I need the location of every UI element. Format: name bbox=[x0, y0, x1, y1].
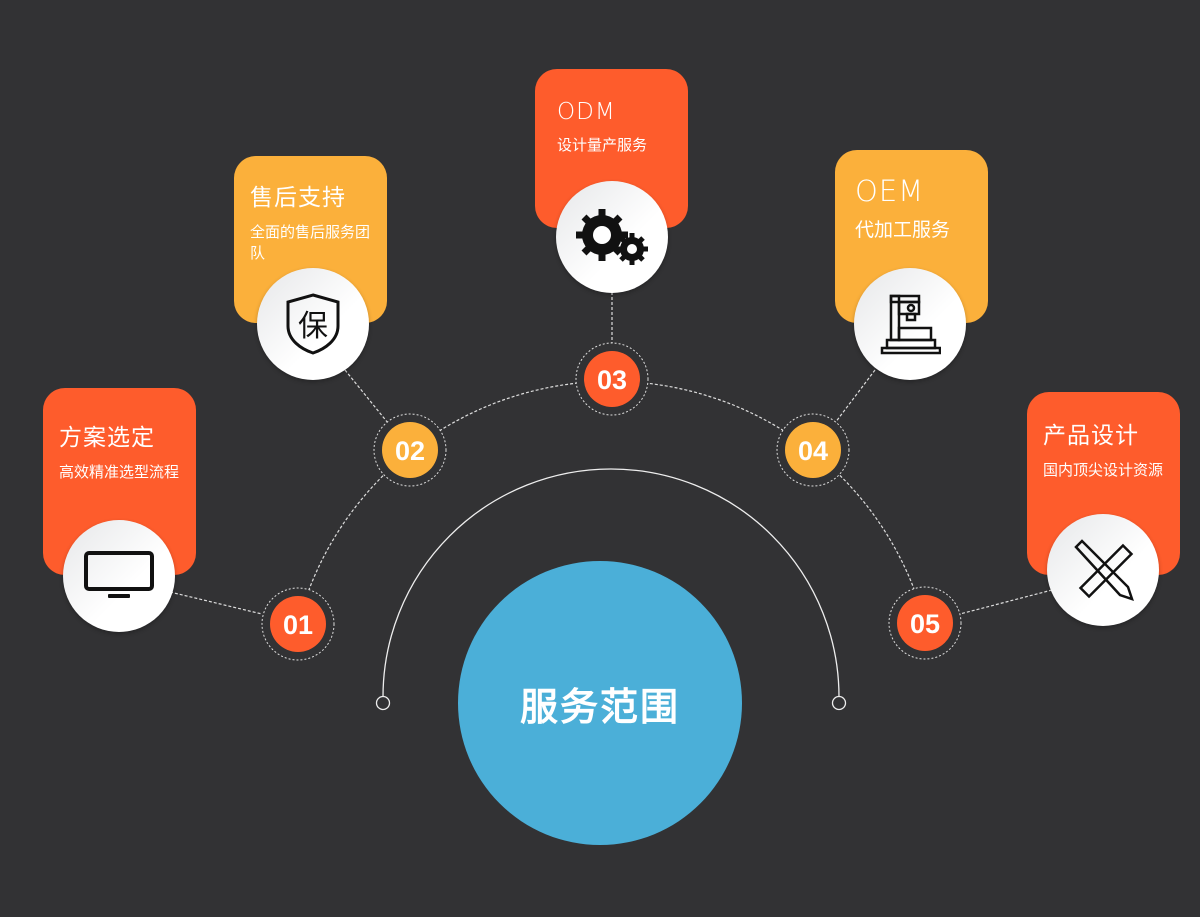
monitor-icon bbox=[63, 520, 175, 632]
center-circle: 服务范围 bbox=[458, 561, 742, 845]
svg-text:04: 04 bbox=[798, 436, 828, 466]
arc-end-left bbox=[375, 695, 391, 711]
svg-text:02: 02 bbox=[395, 436, 425, 466]
center-title: 服务范围 bbox=[519, 684, 680, 729]
badge-04: 04 bbox=[776, 413, 850, 487]
badge-05: 05 bbox=[888, 586, 962, 660]
step-title: ODM bbox=[557, 99, 616, 125]
machine-icon bbox=[854, 268, 966, 380]
badge-01: 01 bbox=[261, 587, 335, 661]
step-subtitle: 全面的售后服务团队 bbox=[250, 223, 371, 262]
step-subtitle: 设计量产服务 bbox=[557, 136, 648, 154]
gears-icon bbox=[556, 181, 668, 293]
arc-end-right bbox=[831, 695, 847, 711]
shield-bao-icon: 保 bbox=[257, 268, 369, 380]
svg-text:03: 03 bbox=[597, 365, 627, 395]
svg-text:01: 01 bbox=[283, 610, 313, 640]
pencil-ruler-icon bbox=[1047, 514, 1159, 626]
step-subtitle: 高效精准选型流程 bbox=[59, 463, 180, 481]
step-title: 方案选定 bbox=[59, 425, 155, 451]
badge-03: 03 bbox=[575, 342, 649, 416]
step-title: 售后支持 bbox=[250, 185, 346, 211]
step-subtitle: 代加工服务 bbox=[855, 219, 951, 241]
svg-text:05: 05 bbox=[910, 609, 940, 639]
step-title: 产品设计 bbox=[1043, 423, 1139, 449]
inner-arc bbox=[382, 468, 840, 698]
step-title: OEM bbox=[855, 174, 925, 208]
step-subtitle: 国内顶尖设计资源 bbox=[1043, 461, 1164, 479]
svg-text:保: 保 bbox=[298, 309, 328, 344]
badge-02: 02 bbox=[373, 413, 447, 487]
connectors bbox=[169, 292, 1053, 615]
